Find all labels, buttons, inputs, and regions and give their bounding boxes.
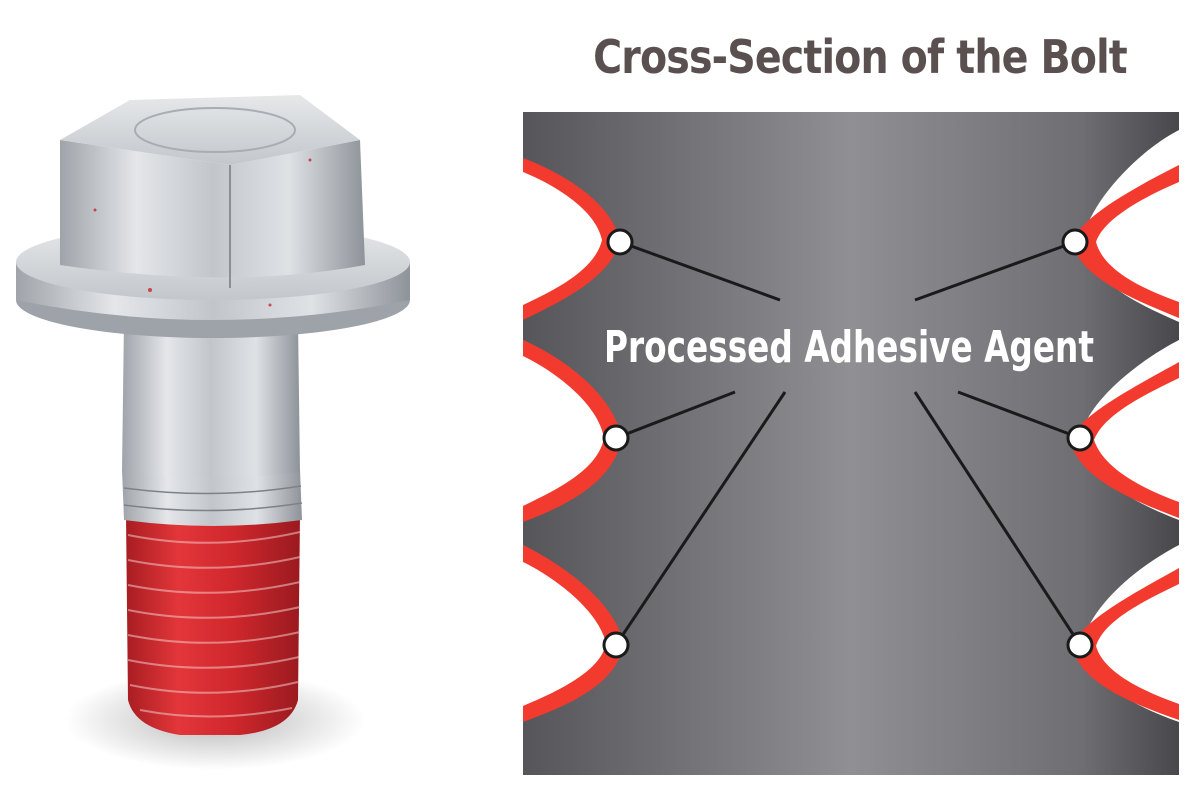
callout-point-right-top (1061, 228, 1089, 256)
callout-lines (614, 240, 1082, 646)
bolt-neck (122, 470, 302, 526)
adhesive-agent-label: Processed Adhesive Agent (604, 322, 1094, 373)
callout-point-left-bottom (602, 631, 630, 659)
callout-point-left-middle (602, 424, 630, 452)
bolt-shank (122, 320, 300, 478)
callout-point-right-bottom (1066, 631, 1094, 659)
callout-point-right-middle (1066, 424, 1094, 452)
diagram-title: Cross-Section of the Bolt (593, 30, 1128, 84)
callout-point-left-top (606, 228, 634, 256)
left-adhesive-layer (523, 158, 624, 722)
bolt-photo-icon (16, 95, 410, 770)
bolt-hex-head (60, 95, 365, 288)
bolt-threaded-section (126, 515, 301, 735)
